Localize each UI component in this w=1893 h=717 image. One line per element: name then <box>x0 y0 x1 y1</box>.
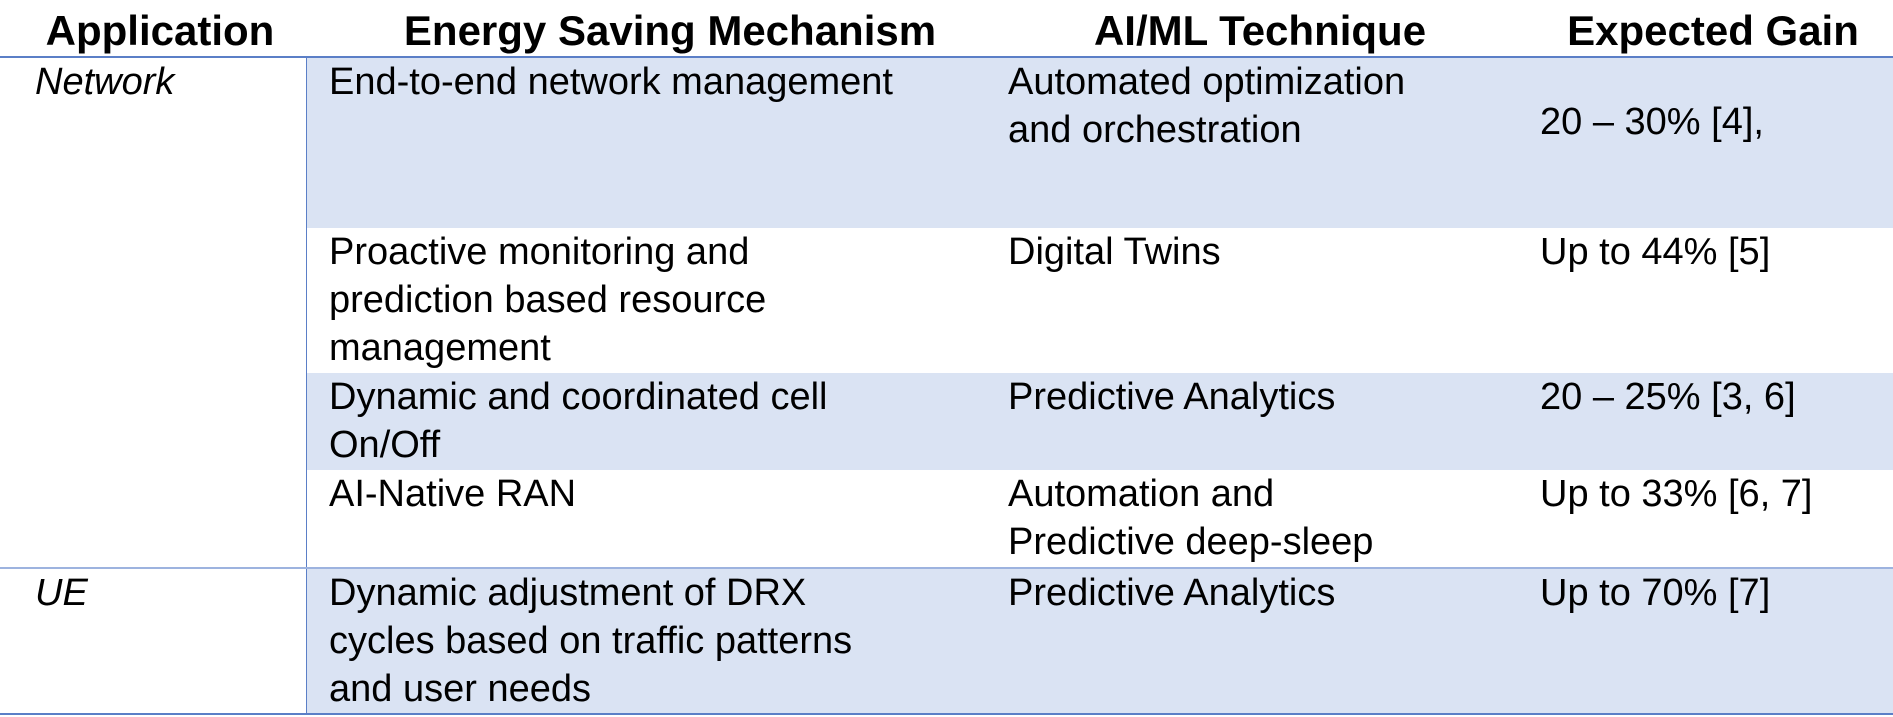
cell-gain: 20 – 30% [4], <box>1540 101 1764 143</box>
cell-technique: Predictive Analytics <box>1008 376 1336 418</box>
row-shading <box>307 569 1893 713</box>
cell-gain: Up to 44% [5] <box>1540 231 1771 273</box>
column-divider <box>306 228 307 373</box>
cell-gain: Up to 33% [6, 7] <box>1540 473 1813 515</box>
header-mechanism: Energy Saving Mechanism <box>403 7 937 54</box>
table-row: AI-Native RAN Automation and Predictive … <box>0 470 1893 567</box>
header-application: Application <box>45 7 275 54</box>
column-divider <box>306 373 307 470</box>
cell-mechanism: End-to-end network management <box>329 61 893 103</box>
cell-mechanism: Dynamic adjustment of DRX cycles based o… <box>329 572 853 710</box>
cell-gain: Up to 70% [7] <box>1540 572 1771 614</box>
table-header: Application Energy Saving Mechanism AI/M… <box>0 0 1893 58</box>
cell-application: UE <box>35 572 88 614</box>
column-divider <box>306 58 307 228</box>
cell-technique: Digital Twins <box>1008 231 1221 273</box>
column-divider <box>306 569 307 713</box>
cell-application: Network <box>35 61 175 103</box>
cell-technique: Predictive Analytics <box>1008 572 1336 614</box>
table-row: Network End-to-end network management Au… <box>0 58 1893 228</box>
table-bottom-border <box>0 713 1893 715</box>
cell-gain: 20 – 25% [3, 6] <box>1540 376 1796 418</box>
header-technique: AI/ML Technique <box>1093 7 1427 54</box>
row-shading <box>307 373 1893 470</box>
cell-technique: Automation and Predictive deep-sleep <box>1008 473 1374 563</box>
column-divider <box>306 470 307 567</box>
table-row: Dynamic and coordinated cell On/Off Pred… <box>0 373 1893 470</box>
cell-technique: Automated optimization and orchestration <box>1008 61 1406 151</box>
cell-mechanism: AI-Native RAN <box>329 473 577 515</box>
header-gain: Expected Gain <box>1567 7 1859 54</box>
table-row: Proactive monitoring and prediction base… <box>0 228 1893 373</box>
row-shading <box>307 58 1893 228</box>
table-row: UE Dynamic adjustment of DRX cycles base… <box>0 567 1893 713</box>
cell-mechanism: Proactive monitoring and prediction base… <box>329 231 767 369</box>
cell-mechanism: Dynamic and coordinated cell On/Off <box>329 376 828 466</box>
